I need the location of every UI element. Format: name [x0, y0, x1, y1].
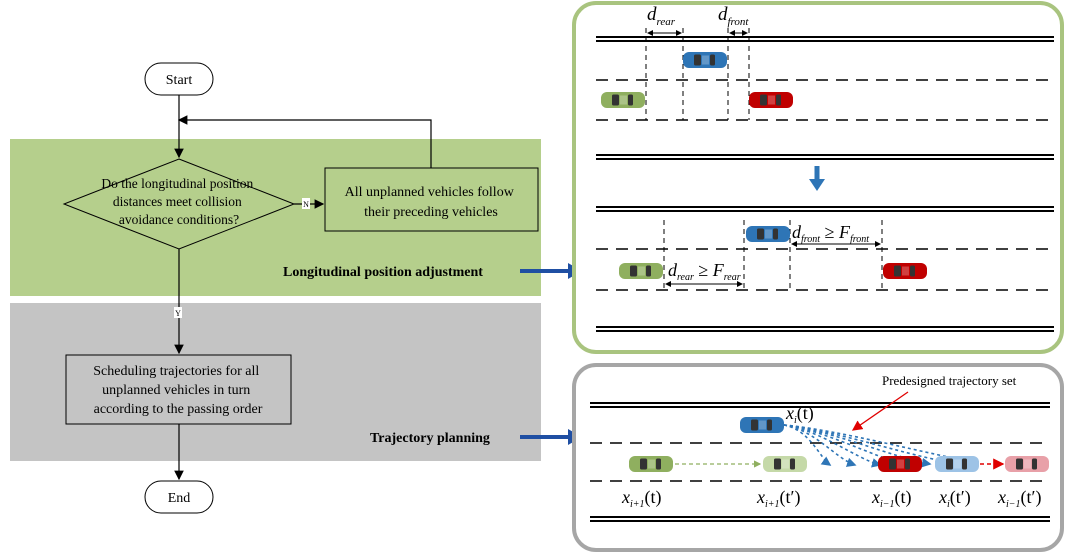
yes-label: Y: [175, 309, 181, 318]
yes-label-bg: [174, 307, 182, 318]
decision-line-1: Do the longitudinal position: [101, 176, 253, 191]
decision-text: Do the longitudinal position distances m…: [101, 176, 256, 227]
car-red-lower: [883, 263, 927, 279]
car-blue-upper: [683, 52, 727, 68]
d-front-label: dfront: [718, 4, 749, 28]
follow-line-2: their preceding vehicles: [364, 205, 498, 220]
end-terminal: [144, 480, 214, 514]
follow-text: All unplanned vehicles follow their prec…: [345, 185, 518, 220]
car-red-upper: [749, 92, 793, 108]
follow-box: [324, 167, 539, 232]
car-blue-lower: [746, 226, 790, 242]
decision-line-3: avoidance conditions?: [119, 212, 239, 227]
d-rear-label: drear: [647, 4, 676, 28]
car-green-lower: [619, 263, 663, 279]
end-label: End: [168, 491, 191, 506]
predesigned-label: Predesigned trajectory set: [882, 373, 1017, 388]
lower-guides: [663, 220, 883, 290]
car-green-upper: [601, 92, 645, 108]
predesigned-pointer: [851, 391, 909, 431]
trajectory-bottom-labels: xi+1(t) xi+1(t′) xi−1(t) xi(t′) xi−1(t′): [621, 487, 1041, 510]
xi-t-label: xi(t): [785, 403, 814, 426]
schedule-line-2: unplanned vehicles in turn: [102, 383, 250, 398]
follow-line-1: All unplanned vehicles follow: [345, 185, 515, 200]
no-label-bg: [302, 198, 310, 209]
d-front-F-label: dfront ≥ Ffront: [792, 222, 869, 245]
arrow-loop-back: [177, 115, 432, 168]
schedule-box: [65, 354, 292, 425]
car-blue-t-prime: [935, 456, 979, 472]
schedule-line-1: Scheduling trajectories for all: [93, 364, 259, 379]
upper-road: [596, 36, 1054, 160]
trajectory-annotation: Trajectory planning: [370, 431, 490, 446]
no-label: N: [303, 200, 309, 209]
longitudinal-annotation: Longitudinal position adjustment: [283, 265, 483, 280]
label-xim1-t: xi−1(t): [871, 487, 912, 510]
decision-line-2: distances meet collision: [113, 194, 242, 209]
label-xim1-tp: xi−1(t′): [997, 487, 1041, 510]
label-xi-tp: xi(t′): [938, 487, 971, 510]
upper-guides: [645, 28, 750, 120]
trajectory-panel: [572, 363, 1064, 552]
lower-road: [596, 206, 1054, 332]
trajectory-road: [590, 402, 1050, 522]
trajectory-fan: [783, 424, 977, 468]
transition-arrowhead: [809, 179, 825, 191]
car-blue-t: [740, 417, 784, 433]
car-red-t: [878, 456, 922, 472]
schedule-line-3: according to the passing order: [94, 402, 263, 417]
car-green-t: [629, 456, 673, 472]
car-green-t-prime: [763, 456, 807, 472]
label-xip1-tp: xi+1(t′): [756, 487, 800, 510]
label-xip1-t: xi+1(t): [621, 487, 662, 510]
schedule-text: Scheduling trajectories for all unplanne…: [93, 364, 263, 417]
d-rear-F-label: drear ≥ Frear: [668, 260, 741, 283]
start-label: Start: [166, 73, 193, 88]
car-red-t-prime: [1005, 456, 1049, 472]
